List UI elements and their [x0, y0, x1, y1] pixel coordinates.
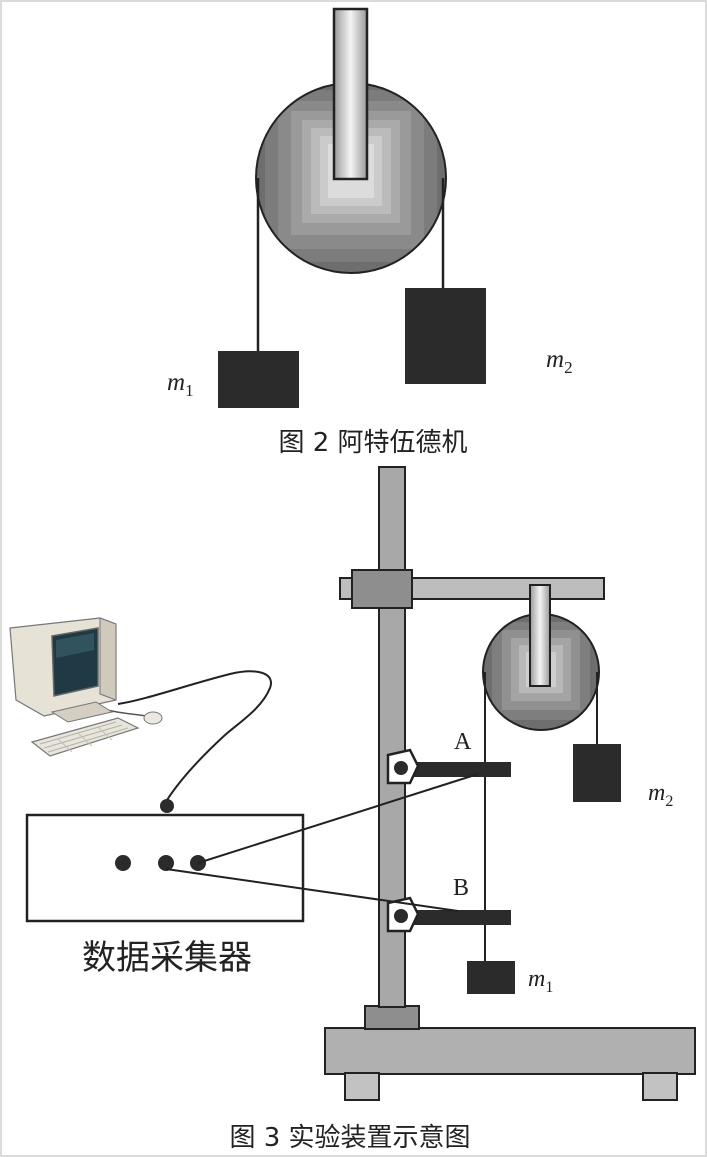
stand-collar	[364, 1005, 420, 1030]
collector-top-port	[160, 799, 174, 813]
mass-block-m2	[405, 288, 486, 384]
mass-label-m2-fig3: m2	[648, 780, 673, 810]
mass-label-m2: m2	[546, 346, 573, 377]
figure-2-caption: 图 2 阿特伍德机	[278, 428, 467, 458]
mass-block-m1-fig3	[467, 961, 515, 994]
base-foot-left	[344, 1072, 380, 1101]
figure-3-caption: 图 3 实验装置示意图	[229, 1123, 470, 1153]
arm-clamp	[351, 569, 413, 609]
collector-port-2	[158, 855, 174, 871]
figure-2-atwood-machine: m1 m2 图 2 阿特伍德机	[167, 7, 573, 458]
cable-to-gate-b	[165, 868, 459, 912]
collector-port-1	[115, 855, 131, 871]
mass-label-m1-fig3: m1	[528, 966, 553, 996]
support-rod	[332, 7, 369, 181]
small-pulley	[482, 613, 600, 731]
gate-a-label: A	[454, 729, 472, 755]
data-collector-label: 数据采集器	[82, 938, 252, 978]
cable-to-computer	[117, 670, 273, 801]
computer-icon	[9, 617, 163, 757]
photogate-b	[386, 896, 511, 933]
figure-3-experiment-setup: A B m1 m2 数据采集器 图 3 实验装置示意图	[9, 466, 696, 1153]
mass-block-m2-fig3	[573, 744, 621, 802]
pulley-rod	[529, 584, 551, 687]
keyboard	[30, 717, 140, 757]
photogate-a	[386, 748, 511, 785]
cable-to-gate-a	[197, 773, 479, 864]
mass-block-m1	[218, 351, 299, 408]
mouse	[143, 711, 163, 725]
base-platform	[324, 1027, 696, 1075]
gate-b-label: B	[453, 875, 469, 901]
base-foot-right	[642, 1072, 678, 1101]
mass-label-m1: m1	[167, 369, 194, 400]
